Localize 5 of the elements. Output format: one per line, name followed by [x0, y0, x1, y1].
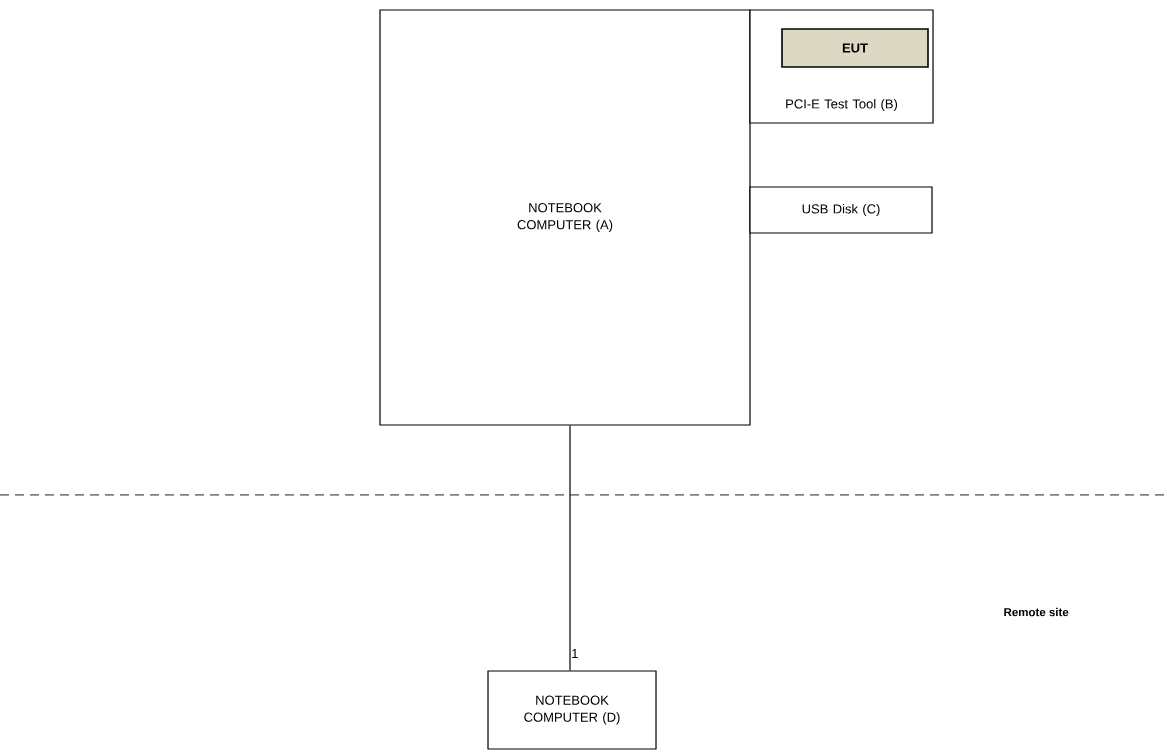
site-label: Remote site — [1004, 607, 1069, 617]
edge-label: 1 — [572, 648, 578, 658]
computer-box: NOTEBOOK COMPUTER (D) — [487, 670, 657, 750]
computer-box: NOTEBOOK COMPUTER (A) — [379, 9, 751, 426]
eut-box: EUT — [781, 28, 929, 68]
